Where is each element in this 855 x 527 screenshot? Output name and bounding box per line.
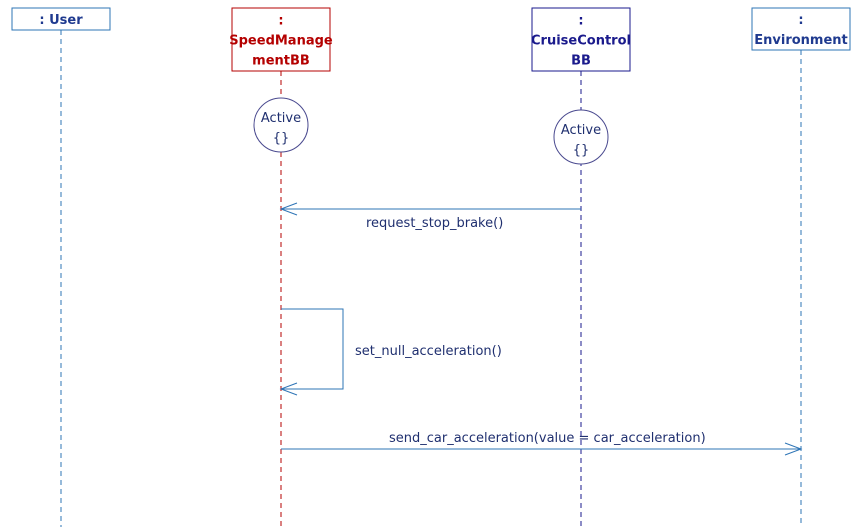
arrowhead-icon: [279, 202, 298, 216]
state-speed[interactable]: Active {}: [253, 97, 309, 153]
lifeline-speed-name-line: :: [278, 14, 283, 29]
lifeline-cruise-header[interactable]: [531, 7, 631, 72]
lifeline-speed: : SpeedManage mentBB: [229, 7, 333, 527]
state-circle: [553, 109, 609, 165]
lifeline-user-header[interactable]: [11, 7, 111, 31]
message-request-stop-brake[interactable]: request_stop_brake(): [279, 202, 581, 231]
state-circle: [253, 97, 309, 153]
message-label: request_stop_brake(): [366, 216, 503, 231]
message-send-car-acceleration[interactable]: send_car_acceleration(value = car_accele…: [281, 431, 803, 456]
message-label: set_null_acceleration(): [355, 344, 502, 359]
state-name: Active: [261, 111, 301, 126]
lifeline-env-header[interactable]: [751, 7, 851, 51]
state-name: Active: [561, 123, 601, 138]
lifeline-env-name-line: :: [798, 13, 803, 28]
state-body: {}: [573, 143, 590, 158]
lifeline-cruise-name-line: :: [578, 14, 583, 29]
lifeline-env-name-line: Environment: [754, 33, 848, 48]
lifeline-cruise-name-line: CruiseControl: [531, 34, 631, 49]
message-line: [281, 308, 344, 390]
lifeline-user: : User: [11, 7, 111, 527]
lifeline-speed-header[interactable]: [231, 7, 331, 72]
lifeline-speed-name-line: SpeedManage: [229, 34, 333, 49]
lifeline-speed-name-line: mentBB: [252, 54, 310, 69]
state-cruise[interactable]: Active {}: [553, 109, 609, 165]
message-set-null-acceleration[interactable]: set_null_acceleration(): [279, 308, 502, 396]
arrowhead-icon: [279, 382, 298, 396]
arrowhead-icon: [784, 442, 803, 456]
state-body: {}: [273, 131, 290, 146]
lifeline-cruise-name-line: BB: [571, 54, 591, 69]
lifeline-env: : Environment: [751, 7, 851, 527]
message-label: send_car_acceleration(value = car_accele…: [389, 431, 706, 446]
lifeline-user-name-line: : User: [39, 13, 83, 28]
